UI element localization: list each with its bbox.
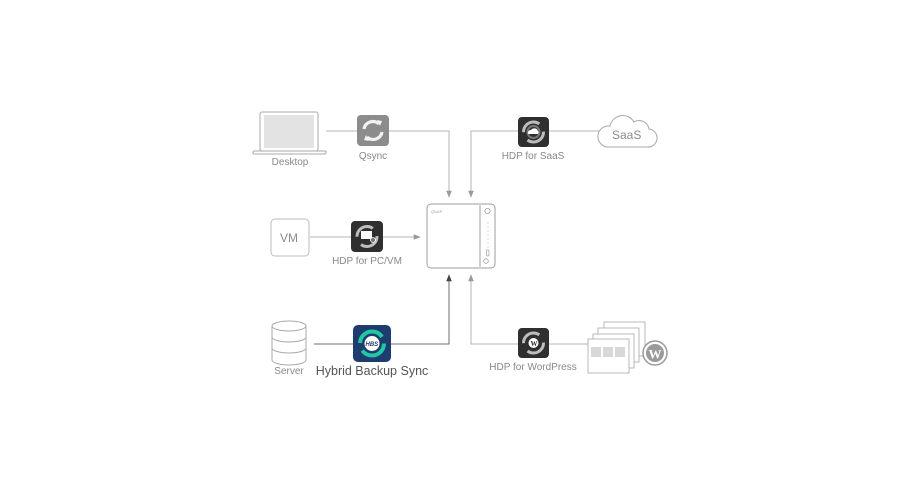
qsync-label: Qsync [358,151,388,162]
hdp-saas-icon[interactable] [518,117,549,147]
hbs-icon[interactable]: HBS [353,325,391,362]
database-icon [271,320,307,366]
hdp-saas-label: HDP for SaaS [501,151,565,162]
svg-text:W: W [649,347,662,362]
hdp-pcvm-label: HDP for PC/VM [332,256,402,267]
edge-saas-hdp-nas [468,130,600,198]
qsync-icon[interactable] [357,115,389,146]
saas-label: SaaS [612,128,641,142]
copy-button-icon [483,258,489,264]
power-button-icon [484,207,491,214]
hbs-badge: HBS [366,342,379,348]
usb-port-icon [486,249,490,257]
desktop-label: Desktop [271,157,309,168]
nas-device: QNAP [426,203,496,269]
wordpress-sites-icon: W [587,321,668,374]
wordpress-logo-icon: W [642,340,668,366]
hdp-wordpress-icon[interactable]: W [518,328,549,358]
led-indicators [487,222,489,248]
nas-logo: QNAP [431,209,443,214]
svg-text:W: W [531,340,538,348]
hbs-label: Hybrid Backup Sync [315,364,429,378]
hdp-pcvm-icon[interactable] [351,221,383,252]
saas-cloud-icon: SaaS [597,115,658,148]
vm-box-icon: VM [270,218,310,257]
vm-label: VM [280,231,298,245]
hdp-wordpress-label: HDP for WordPress [489,362,577,373]
laptop-icon [252,111,327,155]
server-label: Server [274,366,304,377]
